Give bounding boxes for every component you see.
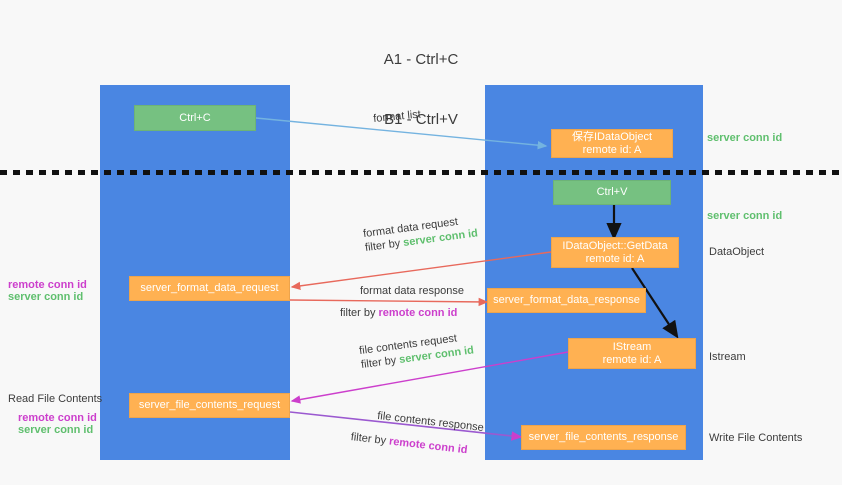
flowlabel-format-data-response-filter: filter by remote conn id bbox=[340, 306, 464, 320]
label-server-conn-id-top: server conn id bbox=[707, 132, 783, 144]
box-istream-line2: remote id: A bbox=[602, 353, 662, 366]
box-istream[interactable]: IStream remote id: A bbox=[568, 338, 696, 369]
flowlabel-file-contents-response-filter: filter by remote conn id bbox=[350, 430, 482, 459]
flowlabel-file-contents-response-group: file contents response filter by remote … bbox=[350, 406, 484, 459]
filter-prefix-2: filter by bbox=[340, 307, 379, 319]
filter-prefix-1: filter by bbox=[364, 237, 405, 255]
title-line-1: A1 - Ctrl+C bbox=[383, 51, 459, 68]
label-remote-conn-id-2: remote conn id bbox=[18, 412, 97, 424]
phase-divider bbox=[0, 170, 842, 175]
box-idataobject[interactable]: 保存IDataObject remote id: A bbox=[551, 129, 673, 158]
box-idataobject-getdata[interactable]: IDataObject::GetData remote id: A bbox=[551, 237, 679, 268]
box-server-format-data-request[interactable]: server_format_data_request bbox=[129, 276, 290, 301]
box-idataobject-line1: 保存IDataObject bbox=[571, 130, 653, 143]
label-server-conn-id-2: server conn id bbox=[18, 424, 94, 436]
filter-prefix-3: filter by bbox=[360, 354, 401, 372]
box-ctrl-v[interactable]: Ctrl+V bbox=[553, 180, 671, 205]
box-server-file-contents-request[interactable]: server_file_contents_request bbox=[129, 393, 290, 418]
flowlabel-format-data-response: format data response bbox=[360, 285, 464, 297]
box-getdata-line1: IDataObject::GetData bbox=[562, 239, 668, 252]
flowlabel-format-data-request-group: format data request filter by server con… bbox=[362, 212, 478, 255]
box-ctrl-c[interactable]: Ctrl+C bbox=[134, 105, 256, 131]
box-idataobject-line2: remote id: A bbox=[582, 143, 642, 156]
label-server-conn-id-mid: server conn id bbox=[707, 210, 783, 222]
label-write-file-contents: Write File Contents bbox=[709, 432, 803, 444]
box-istream-line1: IStream bbox=[612, 340, 652, 353]
filter-prefix-4: filter by bbox=[350, 431, 390, 448]
label-server-conn-id-1: server conn id bbox=[8, 291, 84, 303]
box-server-format-data-response[interactable]: server_format_data_response bbox=[487, 288, 646, 313]
label-istream: Istream bbox=[709, 351, 746, 363]
label-dataobject: DataObject bbox=[709, 246, 765, 258]
filter-key-remote-conn-id-1: remote conn id bbox=[378, 307, 458, 319]
flowlabel-file-contents-response: file contents response bbox=[376, 409, 485, 434]
filter-key-remote-conn-id-2: remote conn id bbox=[388, 435, 469, 457]
box-server-file-contents-response[interactable]: server_file_contents_response bbox=[521, 425, 686, 450]
label-remote-conn-id-1: remote conn id bbox=[8, 279, 87, 291]
flowlabel-file-contents-request-group: file contents request filter by server c… bbox=[358, 329, 474, 372]
label-read-file-contents: Read File Contents bbox=[8, 393, 103, 405]
flowlabel-format-data-response-group: format data response filter by remote co… bbox=[340, 284, 464, 320]
box-getdata-line2: remote id: A bbox=[585, 252, 645, 265]
